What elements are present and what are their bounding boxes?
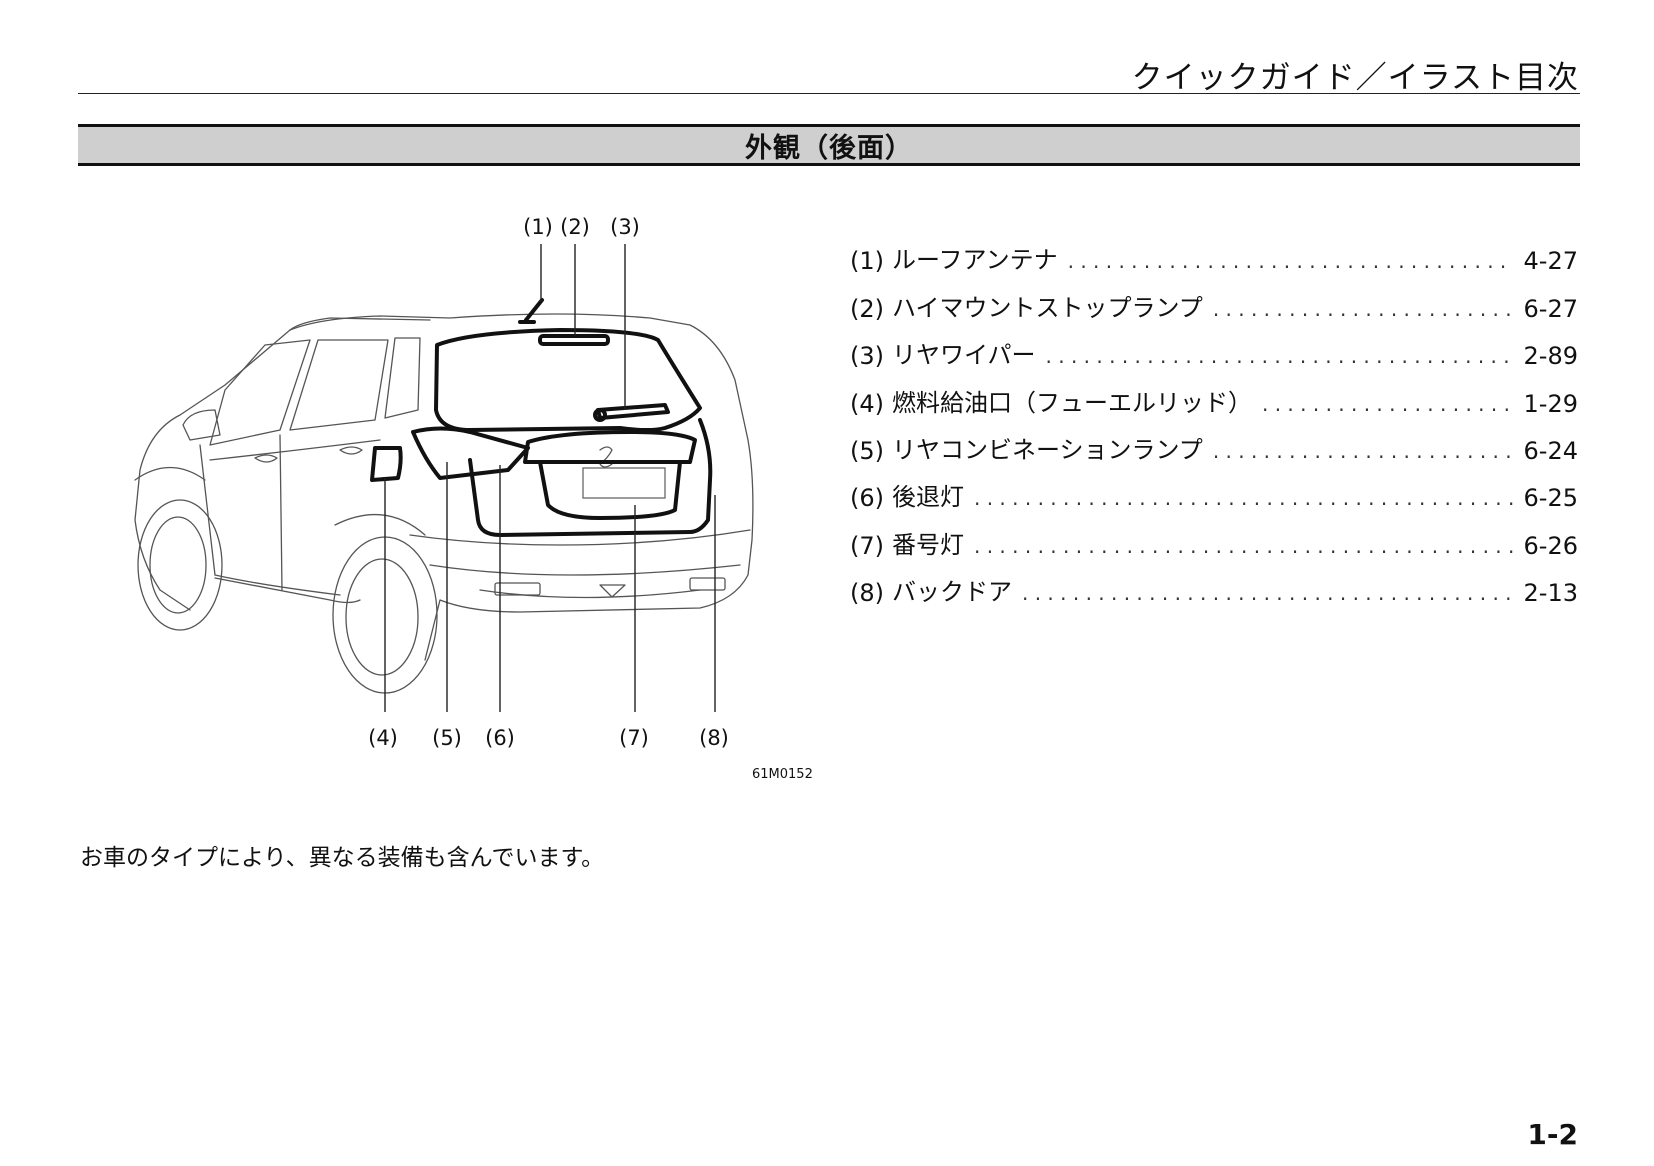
part-name: 番号灯 bbox=[892, 530, 964, 559]
callout-5: (5) bbox=[432, 726, 462, 750]
dot-leader bbox=[1022, 581, 1514, 607]
dot-leader bbox=[1262, 392, 1514, 418]
callout-1: (1) bbox=[523, 215, 553, 239]
part-row: (1) ルーフアンテナ 4-27 bbox=[850, 228, 1578, 275]
part-name: 後退灯 bbox=[892, 483, 964, 512]
header-rule bbox=[78, 93, 1580, 94]
part-number: (1) bbox=[850, 247, 884, 276]
callout-7: (7) bbox=[619, 726, 649, 750]
part-row: (6) 後退灯 6-25 bbox=[850, 465, 1578, 512]
part-name: バックドア bbox=[892, 578, 1012, 607]
part-number: (4) bbox=[850, 389, 884, 418]
section-band: 外観（後面） bbox=[78, 124, 1580, 166]
part-name: ハイマウントストップランプ bbox=[892, 293, 1203, 322]
dot-leader bbox=[1068, 249, 1514, 275]
part-row: (5) リヤコンビネーションランプ 6-24 bbox=[850, 418, 1578, 465]
dot-leader bbox=[974, 486, 1514, 512]
callout-6: (6) bbox=[485, 726, 515, 750]
callout-8: (8) bbox=[699, 726, 729, 750]
part-name: ルーフアンテナ bbox=[892, 246, 1058, 275]
car-rear-illustration: (1) (2) (3) (4) (5) (6) (7) (8) 61M0152 bbox=[0, 0, 900, 800]
part-page-ref[interactable]: 6-26 bbox=[1523, 531, 1578, 560]
part-number: (5) bbox=[850, 436, 884, 465]
part-page-ref[interactable]: 4-27 bbox=[1523, 247, 1578, 276]
part-page-ref[interactable]: 6-25 bbox=[1523, 484, 1578, 513]
part-row: (2) ハイマウントストップランプ 6-27 bbox=[850, 275, 1578, 323]
dot-leader bbox=[1046, 344, 1514, 370]
part-row: (4) 燃料給油口（フューエルリッド） 1-29 bbox=[850, 370, 1578, 418]
part-name: 燃料給油口（フューエルリッド） bbox=[892, 388, 1252, 417]
part-page-ref[interactable]: 2-13 bbox=[1523, 579, 1578, 608]
part-page-ref[interactable]: 2-89 bbox=[1523, 342, 1578, 371]
callout-4: (4) bbox=[368, 726, 398, 750]
part-row: (3) リヤワイパー 2-89 bbox=[850, 323, 1578, 370]
part-name: リヤコンビネーションランプ bbox=[892, 435, 1203, 464]
part-page-ref[interactable]: 1-29 bbox=[1523, 389, 1578, 418]
part-name: リヤワイパー bbox=[892, 341, 1036, 370]
part-row: (8) バックドア 2-13 bbox=[850, 560, 1578, 607]
dot-leader bbox=[1213, 439, 1514, 465]
part-number: (3) bbox=[850, 342, 884, 371]
part-number: (6) bbox=[850, 484, 884, 513]
equipment-note: お車のタイプにより、異なる装備も含んでいます。 bbox=[80, 845, 605, 871]
part-number: (7) bbox=[850, 531, 884, 560]
dot-leader bbox=[1213, 297, 1514, 323]
section-title: 外観（後面） bbox=[745, 132, 913, 164]
dot-leader bbox=[974, 534, 1514, 560]
figure-code: 61M0152 bbox=[752, 767, 813, 782]
header-title: クイックガイド／イラスト目次 bbox=[1131, 60, 1579, 96]
car-drawing-svg bbox=[134, 244, 754, 712]
part-row: (7) 番号灯 6-26 bbox=[850, 512, 1578, 560]
part-page-ref[interactable]: 6-27 bbox=[1523, 294, 1578, 323]
page-number: 1-2 bbox=[1527, 1118, 1578, 1151]
part-number: (8) bbox=[850, 579, 884, 608]
callout-2: (2) bbox=[560, 215, 590, 239]
parts-list: (1) ルーフアンテナ 4-27 (2) ハイマウントストップランプ 6-27 … bbox=[850, 228, 1578, 607]
part-number: (2) bbox=[850, 294, 884, 323]
callout-3: (3) bbox=[610, 215, 640, 239]
part-page-ref[interactable]: 6-24 bbox=[1523, 436, 1578, 465]
